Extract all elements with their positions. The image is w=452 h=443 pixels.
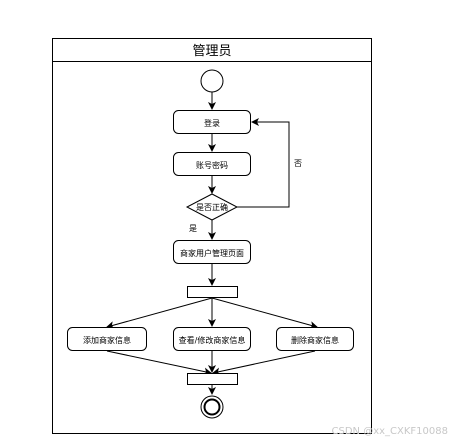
action-add-label: 添加商家信息 bbox=[83, 335, 131, 345]
watermark-text: CSDN @xx_CXKF10088 bbox=[331, 426, 448, 437]
action-add bbox=[67, 327, 147, 351]
initial-node bbox=[200, 69, 224, 93]
edge-add-to-join bbox=[106, 350, 212, 376]
action-delete-label: 删除商家信息 bbox=[291, 335, 339, 345]
action-merchant-page bbox=[173, 240, 251, 264]
final-node-inner bbox=[203, 398, 221, 416]
edge-delete-to-join bbox=[212, 350, 316, 376]
join-bar bbox=[187, 373, 238, 385]
edge-yes-label: 是 bbox=[189, 224, 197, 233]
action-login-label: 登录 bbox=[204, 118, 220, 128]
action-login bbox=[173, 110, 251, 134]
swimlane-title: 管理员 bbox=[192, 44, 231, 59]
edge-decision-no-loop bbox=[237, 118, 290, 208]
fork-bar bbox=[187, 286, 238, 298]
edge-fork-to-delete bbox=[211, 297, 318, 329]
action-view-edit-label: 查看/修改商家信息 bbox=[179, 335, 246, 345]
edge-fork-to-add bbox=[106, 297, 213, 329]
action-merchant-page-label: 商家用户管理页面 bbox=[180, 248, 244, 258]
decision-label: 是否正确 bbox=[196, 202, 228, 212]
action-view-edit bbox=[173, 327, 251, 351]
edge-no-label: 否 bbox=[294, 159, 302, 168]
action-credentials-label: 账号密码 bbox=[196, 160, 228, 170]
action-delete bbox=[276, 327, 354, 351]
action-credentials bbox=[173, 152, 251, 176]
